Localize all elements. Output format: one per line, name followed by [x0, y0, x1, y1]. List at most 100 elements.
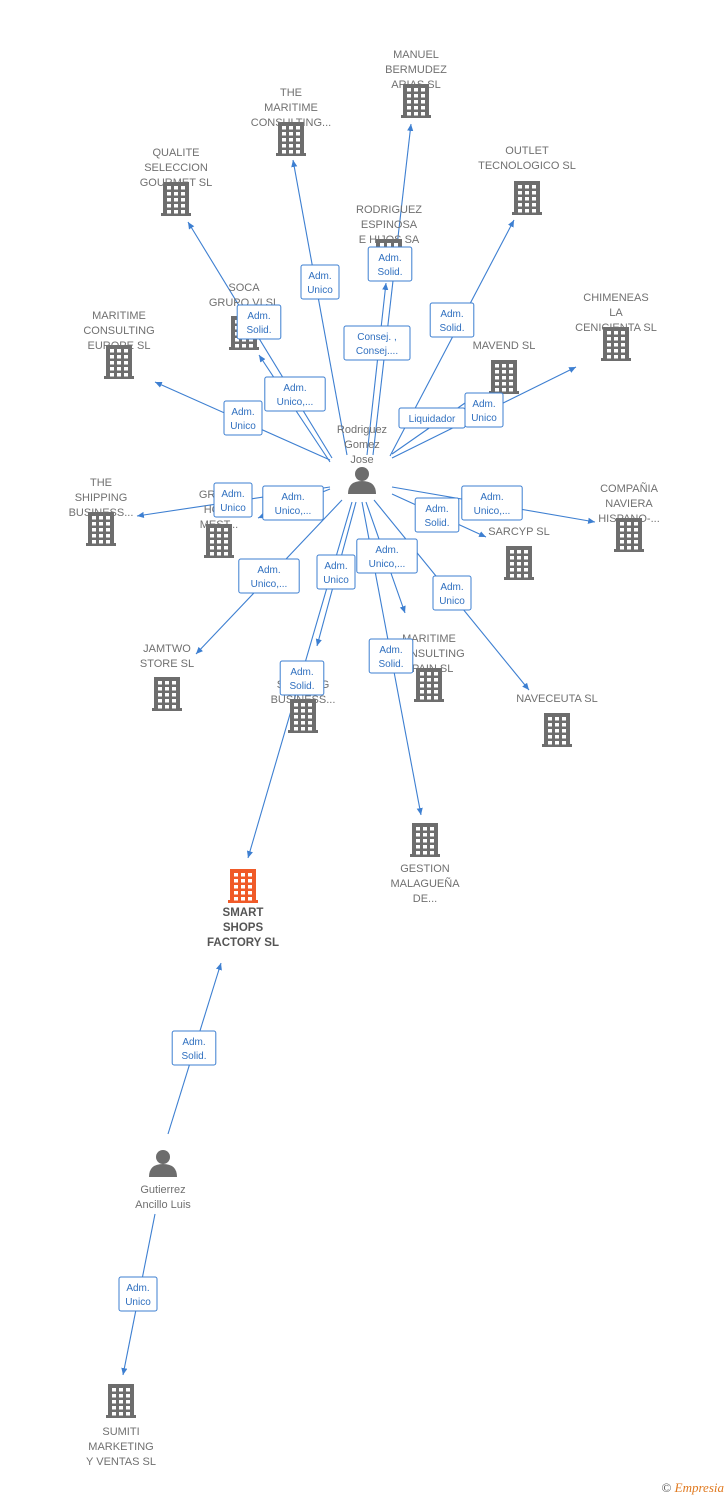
- building-icon: [614, 518, 644, 552]
- brand-logo-text[interactable]: Empresia: [674, 1480, 724, 1495]
- node-label-line: BUSINESS...: [69, 507, 134, 519]
- node-label-line: HISPANO-...: [598, 513, 660, 525]
- company-node-cnh[interactable]: COMPAÑIA NAVIERA HISPANO-...: [598, 482, 660, 552]
- edge-label-text: Unico: [439, 596, 465, 607]
- building-icon: [401, 84, 431, 118]
- edge-label-text: Adm.: [425, 504, 448, 515]
- node-label-line: E HIJOS SA: [359, 234, 420, 246]
- edge-label-rgj-gho[interactable]: Adm.Unico,...: [262, 485, 324, 521]
- node-label-line: COMPAÑIA: [600, 482, 659, 495]
- node-label-line: Gutierrez: [140, 1184, 185, 1196]
- edge-label-box: [236, 304, 282, 340]
- edge-label-rgj-tsb[interactable]: Adm.Unico: [213, 482, 253, 518]
- edge-label-rgj-mav[interactable]: Liquidador: [398, 407, 466, 429]
- edge-label-text: Adm.: [231, 407, 254, 418]
- edge-label-box: [398, 407, 466, 429]
- edge-label-text: Liquidador: [409, 414, 456, 425]
- node-label-line: SHIPPING: [75, 492, 128, 504]
- company-node-tmc[interactable]: THEMARITIMECONSULTING...: [251, 87, 331, 156]
- company-node-nav[interactable]: NAVECEUTA SL: [516, 693, 598, 747]
- edge-label-rgj-gmd[interactable]: Adm.Solid.: [368, 638, 414, 674]
- edge-label-rgj-soc[interactable]: Adm.Solid.: [236, 304, 282, 340]
- edge-label-rgj-jam[interactable]: Adm.Unico,...: [238, 558, 300, 594]
- edge-label-rgj-mcs[interactable]: Adm.Unico,...: [356, 538, 418, 574]
- edge-label-box: [171, 1030, 217, 1066]
- node-label-line: CONSULTING: [83, 325, 154, 337]
- node-label-line: ARIAS SL: [391, 79, 441, 91]
- edge-label-rgj-mce[interactable]: Adm.Unico: [223, 400, 263, 436]
- company-node-mce[interactable]: MARITIME CONSULTING EUROPE SL: [83, 310, 155, 379]
- node-label-line: SOCA: [228, 282, 260, 294]
- node-label-line: JAMTWO: [143, 643, 191, 655]
- node-label-line: NAVIERA: [605, 498, 653, 510]
- edge-label-text: Adm.: [281, 492, 304, 503]
- edge-label-rgj-ssf[interactable]: Adm.Solid.: [279, 660, 325, 696]
- edge-label-rgj-cnh[interactable]: Adm.Unico,...: [461, 485, 523, 521]
- node-label-line: TECNOLOGICO SL: [478, 160, 576, 172]
- node-label-line: SMART: [223, 907, 264, 919]
- edge-label-text: Adm.: [480, 492, 503, 503]
- edge-label-rgj-mba[interactable]: Adm.Solid.: [367, 246, 413, 282]
- node-label-line: FACTORY SL: [207, 937, 279, 949]
- node-label-line: NAVECEUTA SL: [516, 693, 598, 705]
- edge-label-text: Consej....: [356, 346, 398, 357]
- edge-label-text: Unico,...: [277, 397, 314, 408]
- edge-label-box: [238, 558, 300, 594]
- node-label-line: STORE SL: [140, 658, 194, 670]
- edge-label-rgj-sar[interactable]: Adm. Solid.: [414, 497, 460, 533]
- edge-label-gal-smv[interactable]: Adm.Unico: [118, 1276, 158, 1312]
- edge-label-text: Unico: [471, 413, 497, 424]
- edge-rgj-qsg: [187, 221, 333, 459]
- node-label-line: Gomez: [344, 439, 379, 451]
- edge-label-text: Solid.: [424, 518, 449, 529]
- edge-label-rgj-reh[interactable]: Consej. , Consej....: [343, 325, 411, 361]
- edge-label-rgj-otl[interactable]: Adm.Solid.: [429, 302, 475, 338]
- edge-label-rgj-nav[interactable]: Adm.Unico: [432, 575, 472, 611]
- building-icon: [228, 869, 258, 903]
- node-label-line: Ancillo Luis: [135, 1199, 191, 1211]
- node-label-line: MAVEND SL: [473, 340, 536, 352]
- edge-label-rgj-chm[interactable]: Adm.Unico: [464, 392, 504, 428]
- building-icon: [104, 345, 134, 379]
- edge-label-text: Unico: [220, 503, 246, 514]
- edge-label-text: Solid.: [378, 659, 403, 670]
- node-label-line: Jose: [350, 454, 373, 466]
- node-label-line: QUALITE: [152, 147, 199, 159]
- edge-label-box: [300, 264, 340, 300]
- node-label-line: MARKETING: [88, 1441, 153, 1453]
- building-icon: [414, 668, 444, 702]
- edge-label-rgj-tsb2[interactable]: Adm.Unico: [316, 554, 356, 590]
- edge-label-text: Solid.: [377, 267, 402, 278]
- edge-rgj-tmc: [291, 159, 348, 456]
- edge-label-gal-ssf[interactable]: Adm.Solid.: [171, 1030, 217, 1066]
- node-label-line: BUSINESS...: [271, 694, 336, 706]
- building-icon: [410, 823, 440, 857]
- node-label-line: CONSULTING...: [251, 117, 331, 129]
- edge-label-box: [262, 485, 324, 521]
- edge-label-rgj-qsg[interactable]: Adm.Unico,...: [264, 376, 326, 412]
- building-icon: [542, 713, 572, 747]
- company-node-mav[interactable]: MAVEND SL: [473, 340, 536, 394]
- edge-label-rgj-tmc[interactable]: Adm.Unico: [300, 264, 340, 300]
- edge-label-box: [414, 497, 460, 533]
- company-node-tsb[interactable]: THESHIPPINGBUSINESS...: [69, 477, 134, 546]
- company-node-gmd[interactable]: GESTIONMALAGUEÑADE...: [390, 823, 460, 905]
- node-label-line: MARITIME: [92, 310, 146, 322]
- building-icon: [601, 327, 631, 361]
- edge-label-text: Consej. ,: [357, 332, 396, 343]
- node-label-line: EUROPE SL: [88, 340, 151, 352]
- building-icon: [288, 699, 318, 733]
- company-node-sar[interactable]: SARCYP SL: [488, 526, 550, 580]
- company-node-jam[interactable]: JAMTWO STORE SL: [140, 643, 194, 711]
